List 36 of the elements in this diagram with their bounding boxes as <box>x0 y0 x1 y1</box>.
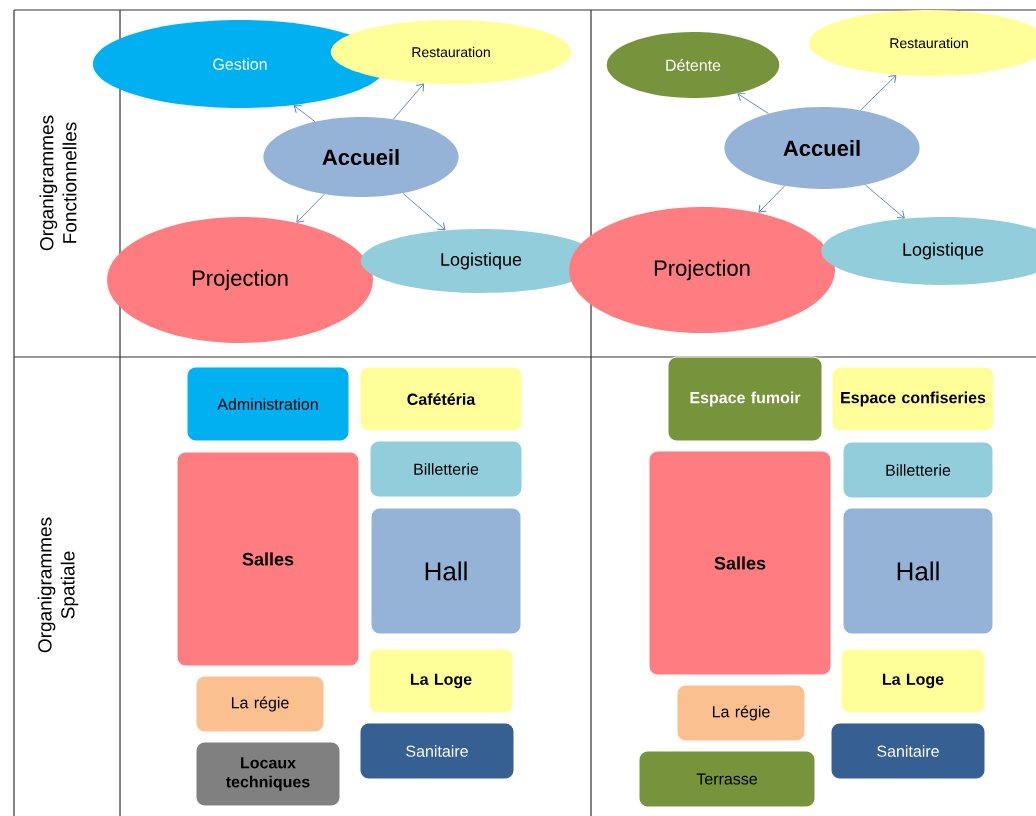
arrow <box>393 83 425 120</box>
arrow <box>737 92 769 114</box>
ellipse-node: Accueil <box>263 117 459 197</box>
room-box: Sanitaire <box>830 722 986 780</box>
ellipse-node: Projection <box>107 217 373 343</box>
room-box: La Loge <box>840 648 986 714</box>
ellipse-node: Accueil <box>724 107 920 189</box>
row-header: Organigrammes Fonctionnelles <box>39 115 77 251</box>
arrow <box>860 75 897 111</box>
room-box: La régie <box>195 675 325 733</box>
ellipse-node: Restauration <box>330 20 572 84</box>
arrow <box>758 185 786 213</box>
ellipse-node: Détente <box>606 32 780 98</box>
room-box: Hall <box>842 507 994 635</box>
row-header: Organigrammes Spatiale <box>37 517 79 653</box>
arrow <box>296 193 325 223</box>
room-box: Terrasse <box>638 750 816 808</box>
room-box: Salles <box>648 450 832 676</box>
room-box: Espace confiseries <box>831 366 995 432</box>
room-box: Administration <box>186 366 350 442</box>
room-box: La régie <box>676 684 806 742</box>
ellipse-node: Gestion <box>92 20 388 108</box>
room-box: Hall <box>370 507 522 635</box>
arrow <box>864 184 905 219</box>
room-box: Locaux techniques <box>195 741 341 807</box>
room-box: Cafétéria <box>359 366 523 432</box>
ellipse-node: Logistique <box>360 229 602 293</box>
room-box: La Loge <box>368 648 514 714</box>
room-box: Espace fumoir <box>667 356 823 442</box>
room-box: Salles <box>176 451 360 667</box>
room-box: Sanitaire <box>359 722 515 780</box>
arrow <box>402 192 446 231</box>
room-box: Billetterie <box>842 441 994 499</box>
arrow <box>293 105 316 122</box>
ellipse-node: Projection <box>569 207 835 333</box>
room-box: Billetterie <box>369 440 523 498</box>
